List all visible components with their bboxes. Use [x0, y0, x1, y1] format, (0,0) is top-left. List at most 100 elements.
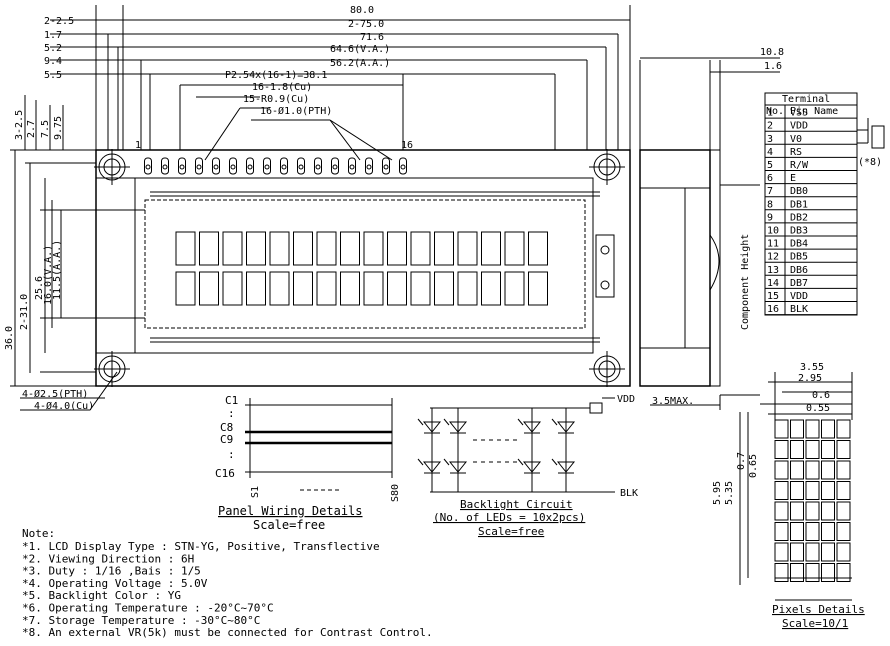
char-cell — [246, 271, 266, 306]
backlight-scale: Scale=free — [478, 525, 544, 538]
pixel-dot — [836, 419, 851, 439]
terminal-pin: DB4 — [790, 239, 808, 250]
led-ray — [417, 458, 424, 466]
char-cell — [316, 231, 337, 266]
pin-pad — [348, 157, 356, 175]
terminal-no: 6 — [767, 173, 773, 184]
terminal-pin: DB2 — [790, 212, 808, 223]
pixel-dot — [836, 440, 851, 459]
dim-vt-4: 9.75 — [53, 116, 64, 140]
pixel-details — [739, 372, 853, 601]
pin-pad — [297, 157, 305, 175]
terminal-no: 9 — [767, 212, 773, 223]
terminal-no: 12 — [767, 252, 779, 263]
led-diode — [422, 461, 442, 473]
pixel-dot — [774, 501, 789, 521]
terminal-table — [764, 92, 885, 316]
terminal-title: Terminal — [782, 94, 830, 105]
dim-v-2: 2-31.0 — [19, 294, 30, 330]
pixel-dot — [821, 542, 835, 562]
wire-col-s80: S80 — [390, 484, 401, 502]
pixel-scale: Scale=10/1 — [782, 617, 848, 630]
wire-row-c1: C1 — [225, 394, 238, 407]
pin-pad — [280, 157, 288, 175]
pixel-title: Pixels Details — [772, 603, 865, 616]
terminal-pin: RS — [790, 147, 802, 158]
terminal-no: 10 — [767, 226, 779, 237]
dim-pth: 16-Ø1.0(PTH) — [260, 105, 332, 117]
pixel-dot — [805, 460, 820, 480]
note-item: *7. Storage Temperature : -30°C~80°C — [22, 614, 260, 627]
side-pcb: 1.6 — [764, 61, 782, 72]
dim-left-1: 2-2.5 — [44, 16, 74, 27]
char-cell — [528, 231, 548, 266]
led-ray — [551, 458, 558, 466]
pixel-dot — [790, 460, 804, 480]
pin-hole — [315, 164, 321, 170]
terminal-pin: BLK — [790, 304, 808, 315]
pixel-dot — [836, 563, 851, 582]
pin-hole — [213, 164, 219, 170]
note-item: *2. Viewing Direction : 6H — [22, 552, 194, 565]
side-max: 3.5MAX. — [652, 396, 694, 407]
char-cell — [434, 231, 454, 266]
char-cell — [293, 271, 313, 306]
led-diode — [522, 461, 542, 473]
terminal-pin: VDD — [790, 121, 808, 132]
terminal-pin: VSS — [790, 108, 808, 119]
char-cell — [222, 231, 243, 266]
wire-row-c16: C16 — [215, 467, 235, 480]
led-diode — [556, 421, 576, 433]
pixel-dot — [774, 481, 789, 500]
pin-pad — [365, 157, 373, 175]
led-diode — [448, 421, 468, 433]
pixel-dot — [774, 419, 789, 439]
dim-top-1: 80.0 — [350, 5, 374, 16]
pixel-dot — [821, 522, 835, 541]
pin-pads — [144, 157, 407, 175]
dim-top-2: 2-75.0 — [348, 19, 384, 30]
pin-pad — [178, 157, 186, 175]
notes-list: *1. LCD Display Type : STN-YG, Positive,… — [22, 540, 433, 639]
pixel-dot — [805, 501, 820, 521]
pixel-dot — [790, 522, 804, 541]
dim-top-3: 71.6 — [360, 32, 384, 43]
pixel-dim-8: 5.35 — [724, 481, 735, 505]
dim-vt-1: 3-2.5 — [14, 110, 25, 140]
pixel-dot — [836, 460, 851, 480]
wire-row-c8: C8 — [220, 421, 233, 434]
pin-pad — [314, 157, 322, 175]
char-cell — [387, 271, 407, 306]
pixel-dim-6: 0.65 — [748, 454, 759, 478]
pin-hole — [400, 164, 406, 170]
led-ray — [443, 418, 450, 426]
dim-vt-3: 7.5 — [40, 120, 51, 138]
pixel-dot — [790, 440, 804, 459]
terminal-pin: DB3 — [790, 226, 808, 237]
panel-wiring-grid — [245, 398, 393, 491]
pixel-dot — [821, 563, 835, 582]
top-dimensions — [50, 5, 631, 161]
mount-leader-arrow — [89, 371, 118, 411]
terminal-pin: DB1 — [790, 199, 808, 210]
terminal-no: 4 — [767, 147, 773, 158]
char-cell — [387, 231, 407, 266]
char-cell — [434, 271, 454, 306]
char-cell — [293, 231, 313, 266]
terminal-pin: E — [790, 173, 796, 184]
pin-hole — [145, 164, 151, 170]
char-cell — [269, 271, 290, 306]
pin-pad — [399, 157, 407, 175]
pin-hole — [349, 164, 355, 170]
dim-vt-2: 2.7 — [26, 120, 37, 138]
dim-pad-radius: 15-R0.9(Cu) — [243, 94, 309, 105]
dim-top-4: 64.6(V.A.) — [330, 44, 390, 55]
terminal-header-no: No. — [766, 106, 784, 117]
pixel-dot — [774, 542, 789, 562]
char-cell — [363, 271, 384, 306]
note-item: *1. LCD Display Type : STN-YG, Positive,… — [22, 540, 380, 553]
pixel-dim-3: 0.6 — [812, 390, 830, 401]
pixel-dot — [836, 481, 851, 500]
pin-pad — [144, 157, 152, 175]
